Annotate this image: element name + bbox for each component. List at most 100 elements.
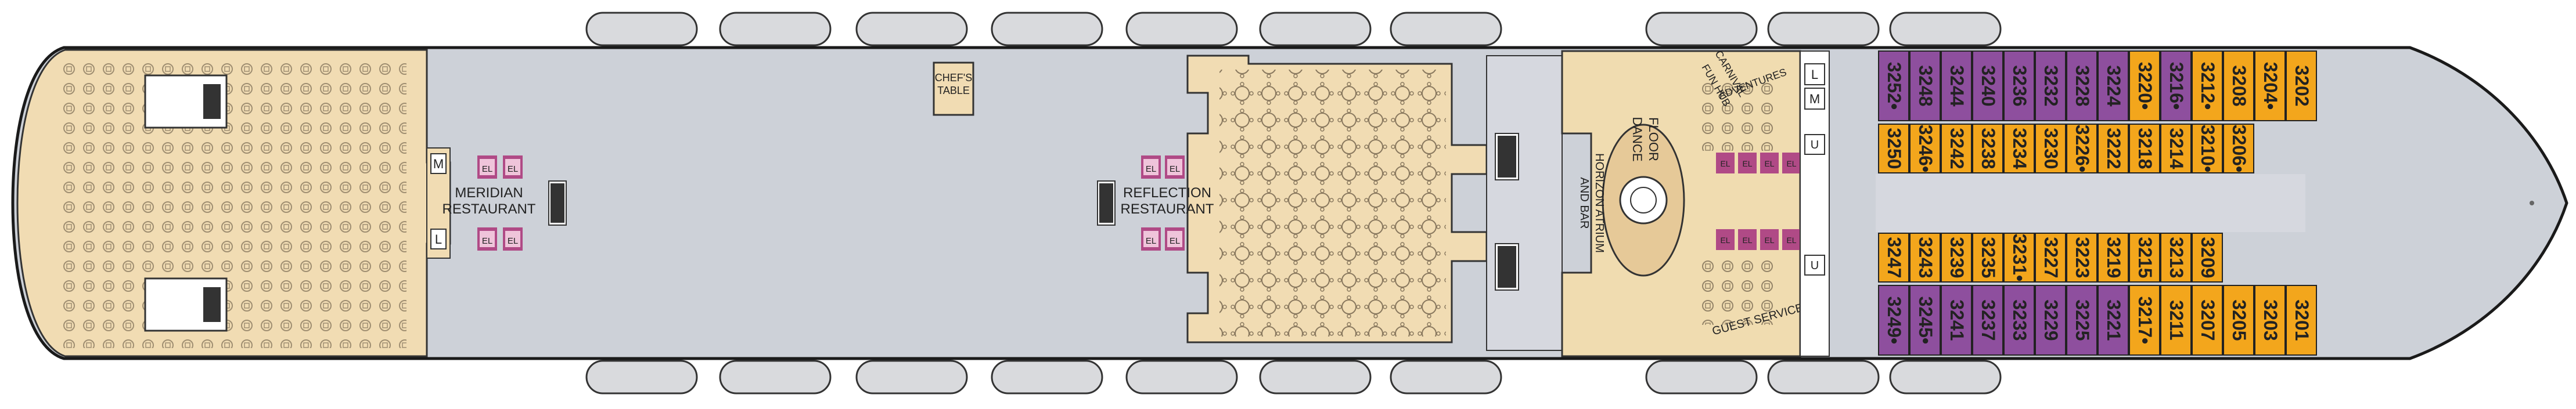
cabin[interactable]: [2192, 124, 2223, 173]
cabin[interactable]: [2223, 285, 2254, 356]
cabin[interactable]: [2223, 50, 2254, 121]
cabin-number: 3236: [2009, 65, 2030, 106]
cabin[interactable]: [2098, 285, 2129, 356]
cabin[interactable]: [2035, 50, 2066, 121]
cabin-number: 3239: [1947, 237, 1967, 278]
cabin[interactable]: [2192, 233, 2223, 283]
utility-label: U: [1811, 139, 1819, 151]
cabin[interactable]: [1909, 50, 1941, 121]
cabin-number: 3216•: [2166, 62, 2187, 110]
elevator-door: [1143, 231, 1159, 247]
cabin[interactable]: [2223, 124, 2254, 173]
cabin[interactable]: [1972, 285, 2003, 356]
horizon-atrium-label-line2: AND BAR: [1578, 178, 1591, 229]
cabin-number: 3203: [2260, 299, 2281, 341]
elevator-label: EL: [508, 236, 518, 246]
cabin[interactable]: [2192, 285, 2223, 356]
lifeboat: [719, 360, 832, 394]
cabin[interactable]: [2003, 124, 2035, 173]
cabin-number: 3213: [2166, 237, 2187, 278]
cabin[interactable]: [1941, 233, 1972, 283]
atrium-elevators: EL EL EL EL EL EL EL EL: [1716, 153, 1801, 250]
cabin[interactable]: [2066, 285, 2098, 356]
cabin-number: 3233: [2009, 299, 2030, 341]
cabin-number: 3227: [2041, 237, 2061, 278]
cabin-number: 3249•: [1884, 296, 1905, 344]
cabin-number: 3247: [1884, 237, 1905, 278]
cabin[interactable]: [2066, 124, 2098, 173]
lifeboat: [1390, 360, 1502, 394]
cabin-number: 3208: [2229, 65, 2250, 106]
cabin[interactable]: [1878, 233, 1909, 283]
cabin[interactable]: [2286, 285, 2317, 356]
lifeboat: [1767, 12, 1880, 46]
cabin[interactable]: [1941, 124, 1972, 173]
cabin[interactable]: [1909, 233, 1941, 283]
lifeboat: [1889, 360, 2002, 394]
cabin-number: 3245•: [1915, 296, 1936, 344]
cabin[interactable]: [1878, 50, 1909, 121]
cabin[interactable]: [2003, 50, 2035, 121]
cabin[interactable]: [2035, 124, 2066, 173]
cabin[interactable]: [2098, 233, 2129, 283]
cabin[interactable]: [2129, 50, 2160, 121]
cabin[interactable]: [2160, 285, 2192, 356]
stairs-icon: [1498, 246, 1516, 288]
cabin[interactable]: [2129, 285, 2160, 356]
cabin-number: 3223: [2072, 237, 2093, 278]
chefs-table-room: [933, 61, 974, 116]
cabin-number: 3252•: [1884, 62, 1905, 110]
utility-room: [1804, 255, 1825, 276]
cabin[interactable]: [2098, 50, 2129, 121]
stairs-icon: [1498, 136, 1516, 178]
cabin[interactable]: [1941, 285, 1972, 356]
cabin[interactable]: [2129, 233, 2160, 283]
cabin-number: 3201: [2291, 299, 2312, 341]
cabin[interactable]: [2254, 50, 2286, 121]
elevator-label: EL: [1146, 236, 1156, 246]
cabin[interactable]: [2160, 50, 2192, 121]
cabin[interactable]: [1972, 233, 2003, 283]
cabin[interactable]: [1909, 285, 1941, 356]
cabin[interactable]: [2254, 285, 2286, 356]
reflection-label-line2: RESTAURANT: [1121, 201, 1214, 217]
cabin[interactable]: [2066, 233, 2098, 283]
cabin[interactable]: [1941, 50, 1972, 121]
mens-restroom-label: M: [433, 157, 444, 171]
cabin[interactable]: [1909, 124, 1941, 173]
ladies-restroom: [1804, 63, 1825, 85]
cabin[interactable]: [1972, 50, 2003, 121]
cabin[interactable]: [2066, 50, 2098, 121]
cabin[interactable]: [2003, 285, 2035, 356]
cabin-number: 3210•: [2197, 125, 2218, 172]
cabin[interactable]: [2286, 50, 2317, 121]
stairs-icon: [551, 183, 564, 223]
elevator-label: EL: [1720, 236, 1730, 245]
elevator-label: EL: [508, 164, 518, 174]
cabin[interactable]: [1972, 124, 2003, 173]
lifeboat: [991, 360, 1103, 394]
cabin-number: 3215: [2135, 237, 2156, 278]
cabin-number: 3242: [1947, 128, 1967, 169]
meridian-label-line2: RESTAURANT: [442, 201, 536, 217]
cabin[interactable]: [1878, 285, 1909, 356]
elevator-door: [1167, 231, 1182, 247]
cabin[interactable]: [2003, 233, 2035, 283]
cabin-number: 3207: [2197, 299, 2218, 341]
utility-label: U: [1811, 259, 1819, 272]
lifeboats-bottom: [585, 360, 2002, 394]
cabin[interactable]: [2160, 233, 2192, 283]
elevator: [1760, 229, 1779, 250]
elevator-label: EL: [1786, 236, 1796, 245]
cabin[interactable]: [2098, 124, 2129, 173]
cabin[interactable]: [2192, 50, 2223, 121]
atrium-seating: [1696, 81, 1777, 151]
cabin[interactable]: [2160, 124, 2192, 173]
cabin[interactable]: [2035, 285, 2066, 356]
elevator-label: EL: [1720, 159, 1730, 168]
cabin[interactable]: [2035, 233, 2066, 283]
cabin[interactable]: [1878, 124, 1909, 173]
cabin[interactable]: [2129, 124, 2160, 173]
